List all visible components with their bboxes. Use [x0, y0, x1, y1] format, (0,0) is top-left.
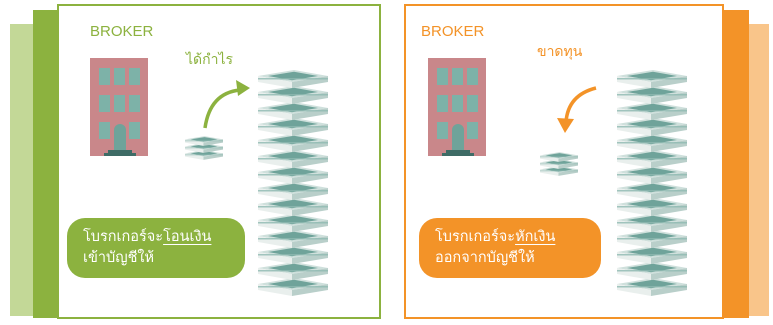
callout-line2: ออกจากบัญชีให้ [435, 250, 535, 266]
broker-building-icon [428, 58, 486, 156]
loss-outcome-label: ขาดทุน [537, 44, 583, 60]
profit-broker-label: BROKER [90, 23, 154, 40]
callout-keyword: หักเงิน [515, 229, 556, 245]
broker-building-icon [90, 58, 148, 156]
callout-prefix: โบรกเกอร์จะ [435, 229, 516, 245]
profit-outcome-label: ได้กำไร [186, 52, 234, 68]
loss-broker-label: BROKER [421, 23, 485, 40]
arrow-head-icon [557, 118, 574, 133]
loss-callout: โบรกเกอร์จะหักเงิน ออกจากบัญชีให้ [419, 218, 601, 278]
small-money-stack-icon [540, 152, 578, 176]
arrow-head-icon [236, 80, 250, 96]
curved-arrow-down-left-icon [564, 86, 597, 123]
callout-line-2: เข้าบัญชีให้ [83, 248, 231, 269]
callout-line-1: โบรกเกอร์จะหักเงิน [435, 227, 587, 248]
profit-panel-side [33, 10, 59, 318]
callout-line2: เข้าบัญชีให้ [83, 250, 155, 266]
callout-prefix: โบรกเกอร์จะ [83, 229, 164, 245]
callout-line-2: ออกจากบัญชีให้ [435, 248, 587, 269]
callout-keyword: โอนเงิน [163, 229, 212, 245]
curved-arrow-up-right-icon [203, 88, 241, 129]
loss-panel-side [723, 10, 749, 318]
profit-callout: โบรกเกอร์จะโอนเงิน เข้าบัญชีให้ [67, 218, 245, 278]
callout-line-1: โบรกเกอร์จะโอนเงิน [83, 227, 231, 248]
small-money-stack-icon [185, 136, 223, 160]
